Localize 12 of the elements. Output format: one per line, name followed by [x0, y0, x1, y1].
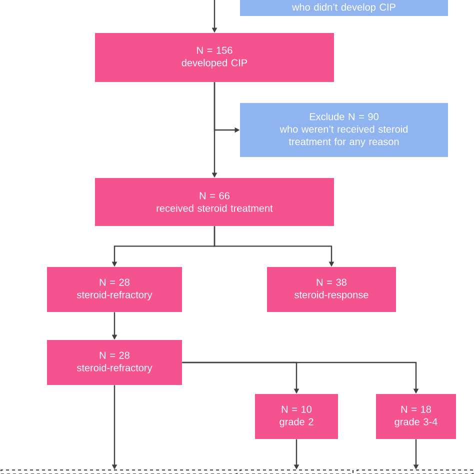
- process-box: N = 38 steroid-response: [267, 267, 396, 312]
- exclusion-box: who didn’t develop CIP: [240, 0, 448, 16]
- exclusion-box: Exclude N = 90 who weren’t received steroid treatment for any reason: [240, 103, 448, 157]
- process-box: N = 28 steroid-refractory: [47, 340, 182, 385]
- dashed-box: [240, 470, 354, 474]
- process-box: N = 28 steroid-refractory: [47, 267, 182, 312]
- process-box: N = 156 developed CIP: [95, 33, 334, 82]
- process-box: N = 10 grade 2: [255, 394, 338, 439]
- process-box: N = 66 received steroid treatment: [95, 178, 334, 226]
- dashed-box: [0, 470, 238, 474]
- process-box: N = 18 grade 3-4: [376, 394, 456, 439]
- dashed-box: [356, 470, 474, 474]
